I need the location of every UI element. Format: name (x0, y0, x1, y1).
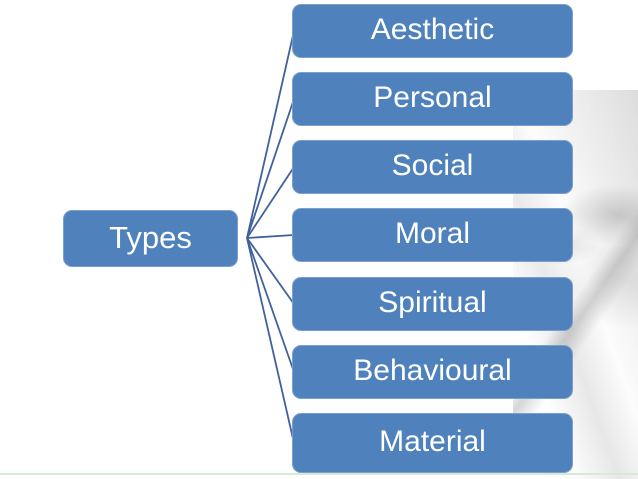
node-label: Spiritual (378, 286, 487, 319)
diagram-node-social: Social (292, 140, 573, 194)
node-label: Aesthetic (370, 13, 495, 46)
node-label: Personal (373, 81, 492, 114)
diagram-node-types: Types (63, 210, 238, 267)
node-label: Moral (394, 217, 470, 250)
diagram-node-material: Material (292, 413, 573, 473)
node-label: Material (379, 425, 486, 458)
connector-line (246, 237, 295, 373)
diagram-node-behavioural: Behavioural (292, 345, 573, 399)
connector-line (246, 237, 295, 444)
slide-bottom-rule (0, 473, 638, 475)
diagram-node-moral: Moral (292, 208, 573, 262)
node-label: Social (391, 149, 474, 182)
connector-line (246, 98, 295, 239)
diagram-node-spiritual: Spiritual (292, 277, 573, 331)
node-label: Behavioural (353, 354, 512, 387)
connector-line (246, 166, 295, 239)
diagram-node-aesthetic: Aesthetic (292, 4, 573, 58)
connector-line (246, 30, 295, 239)
node-label: Types (109, 220, 192, 255)
diagram-node-personal: Personal (292, 72, 573, 126)
connector-line (246, 234, 295, 239)
connector-line (246, 237, 295, 305)
